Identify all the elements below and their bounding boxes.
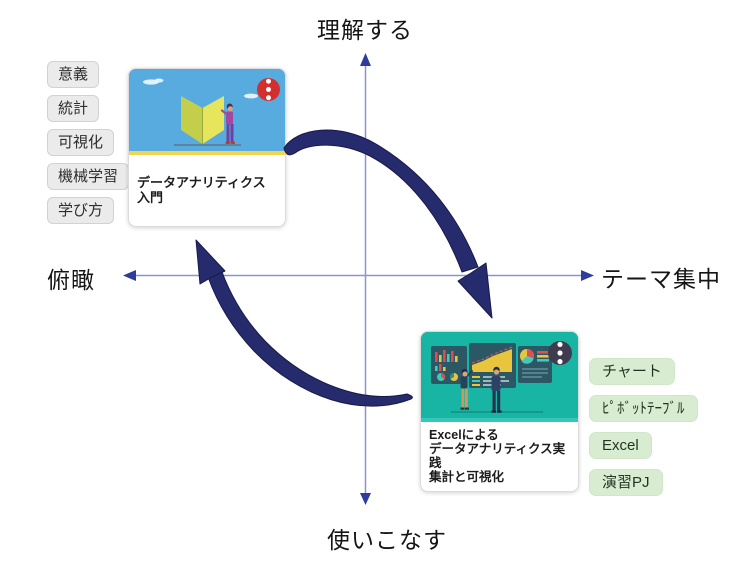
tag-chip: チャート [589,358,675,385]
person-figure [460,369,473,410]
intro-card-tag-list: 意義 統計 可視化 機械学習 学び方 [47,61,130,224]
card-title-line: Excelによる [429,428,499,442]
tag-chip: Excel [589,432,652,459]
tag-chip: 統計 [47,95,100,122]
card-body: データアナリティクス入門 [129,155,285,205]
course-card-intro[interactable]: データアナリティクス入門 [128,68,286,227]
axis-label-right: テーマ集中 [601,266,721,292]
cycle-arrow-bottom-left [195,239,413,407]
person-figure [220,103,235,144]
axis-arrow-down-icon [360,493,371,505]
axis-arrow-right-icon [581,270,594,281]
card-thumbnail-excel [421,332,578,418]
course-card-excel[interactable]: Excelによる データアナリティクス実践 集計と可視化 [420,331,579,492]
analytics-presentation-illustration [421,332,578,418]
kebab-menu-icon [266,78,271,101]
card-thumbnail-intro [129,69,285,151]
axis-label-top: 理解する [317,17,413,43]
card-title-line: データアナリティクス実践 [429,442,566,470]
beginner-mark-illustration [129,69,285,151]
cycle-arrow-top-right [283,129,493,319]
vertical-axis [360,53,371,505]
horizontal-axis [123,270,594,281]
card-accent-bar [129,151,285,155]
tag-chip: 演習PJ [589,469,663,496]
card-title: データアナリティクス入門 [137,175,266,205]
arrowhead-down-icon [457,262,493,319]
tag-chip: 機械学習 [47,163,130,190]
card-title-line: 集計と可視化 [429,470,505,484]
arrowhead-up-icon [195,239,226,285]
cloud-icon [244,93,258,99]
axis-arrow-up-icon [360,53,371,66]
shoshinsha-beginner-mark-icon [181,96,224,144]
kebab-menu-button[interactable] [257,78,280,101]
axis-arrow-left-icon [123,270,136,281]
tag-chip: 学び方 [47,197,115,224]
kebab-menu-icon [557,341,563,365]
card-body: Excelによる データアナリティクス実践 集計と可視化 [421,422,578,484]
card-accent-bar [421,418,578,422]
tag-chip: ﾋﾟﾎﾞｯﾄﾃｰﾌﾞﾙ [589,395,698,422]
axis-label-left: 俯瞰 [47,267,95,293]
tag-chip: 可視化 [47,129,115,156]
person-figure [491,366,502,413]
excel-card-tag-list: チャート ﾋﾟﾎﾞｯﾄﾃｰﾌﾞﾙ Excel 演習PJ [589,358,698,496]
tag-chip: 意義 [47,61,100,88]
kebab-menu-button[interactable] [548,341,572,365]
axis-label-bottom: 使いこなす [327,527,447,553]
